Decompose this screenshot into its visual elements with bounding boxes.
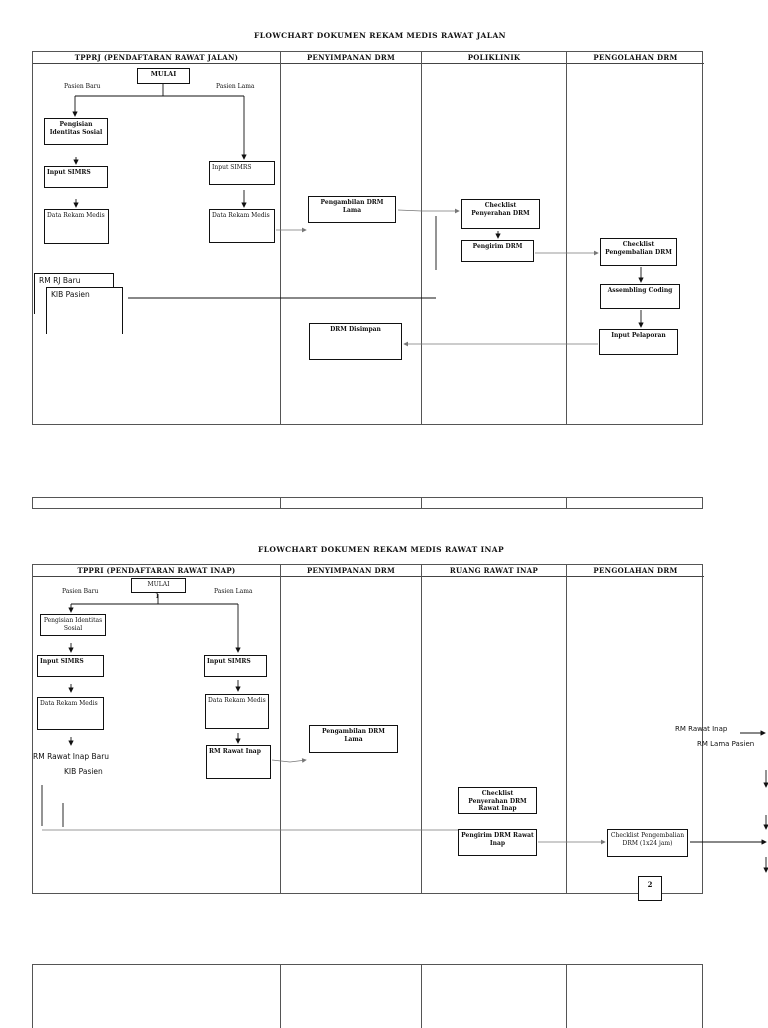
lane-header-penyimpanan-2: PENYIMPANAN DRM bbox=[281, 565, 421, 577]
input-simrs-lama-box-2: Input SIMRS bbox=[204, 655, 267, 677]
pengiriman-drm-box-2: Pengirim DRM Rawat Inap bbox=[458, 829, 537, 856]
input-simrs-lama-box: Input SIMRS bbox=[209, 161, 275, 185]
start-box-2: MULAI bbox=[131, 578, 186, 593]
connector-2-box: 2 bbox=[638, 876, 662, 901]
checklist-pengembalian-box-2: Checklist Pengembalian DRM (1x24 jam) bbox=[607, 829, 688, 857]
lane-header-pengolahan: PENGOLAHAN DRM bbox=[567, 52, 704, 64]
data-rekam-medis-baru-box-2: Data Rekam Medis bbox=[37, 697, 104, 730]
lane-pengolahan: PENGOLAHAN DRM bbox=[567, 52, 704, 424]
lane-header-poliklinik: POLIKLINIK bbox=[422, 52, 566, 64]
pengiriman-drm-box: Pengirim DRM bbox=[461, 240, 534, 262]
pengambilan-drm-box: Pengambilan DRM Lama bbox=[308, 196, 396, 223]
lane-pengolahan-2: PENGOLAHAN DRM bbox=[567, 565, 704, 893]
pasien-baru-label: Pasien Baru bbox=[64, 83, 101, 90]
lane-header-pengolahan-2: PENGOLAHAN DRM bbox=[567, 565, 704, 577]
pengisian-box: Pengisian Identitas Sosial bbox=[44, 118, 108, 145]
data-rekam-medis-lama-box-2: Data Rekam Medis bbox=[205, 694, 269, 729]
lane-ruang-rawat-inap: RUANG RAWAT INAP bbox=[422, 565, 567, 893]
lane-tpprj: TPPRJ (PENDAFTARAN RAWAT JALAN) bbox=[33, 52, 281, 424]
start-box: MULAI bbox=[137, 68, 190, 84]
checklist-penyerahan-box-2: Checklist Penyerahan DRM Rawat Inap bbox=[458, 787, 537, 814]
doc-kib-pasien-label: KIB Pasien bbox=[51, 290, 90, 299]
diagram1-swimlane: TPPRJ (PENDAFTARAN RAWAT JALAN) PENYIMPA… bbox=[32, 51, 704, 425]
lane-header-penyimpanan: PENYIMPANAN DRM bbox=[281, 52, 421, 64]
diagram2-swimlane: TPPRI (PENDAFTARAN RAWAT INAP) PENYIMPAN… bbox=[32, 564, 704, 894]
offpage-rm-lama-pasien: RM Lama Pasien bbox=[697, 740, 755, 748]
lane-header-ruang-rawat-inap: RUANG RAWAT INAP bbox=[422, 565, 566, 577]
drm-disimpan-box: DRM Disimpan bbox=[309, 323, 402, 360]
input-simrs-baru-box: Input SIMRS bbox=[44, 166, 108, 188]
checklist-penyerahan-box: Checklist Penyerahan DRM bbox=[461, 199, 540, 229]
start-number: 1 bbox=[155, 592, 160, 600]
doc-kib-pasien: KIB Pasien bbox=[46, 287, 123, 334]
input-pelaporan-box: Input Pelaporan bbox=[599, 329, 678, 355]
lane-penyimpanan: PENYIMPANAN DRM bbox=[281, 52, 422, 424]
pasien-lama-label-2: Pasien Lama bbox=[214, 588, 253, 595]
empty-table-2 bbox=[32, 964, 703, 1028]
rm-rawat-inap-baru-label: RM Rawat Inap Baru bbox=[33, 752, 110, 761]
kib-pasien-label-2: KIB Pasien bbox=[64, 767, 103, 776]
pasien-lama-label: Pasien Lama bbox=[216, 83, 255, 90]
doc-rm-rj-baru-label: RM RJ Baru bbox=[39, 276, 81, 285]
lane-header-tppri: TPPRI (PENDAFTARAN RAWAT INAP) bbox=[33, 565, 280, 577]
pengisian-box-2: Pengisian Identitas Sosial bbox=[40, 614, 106, 636]
pasien-baru-label-2: Pasien Baru bbox=[62, 588, 99, 595]
lane-poliklinik: POLIKLINIK bbox=[422, 52, 567, 424]
data-rekam-medis-lama-box: Data Rekam Medis bbox=[209, 209, 275, 243]
checklist-pengembalian-box: Checklist Pengembalian DRM bbox=[600, 238, 677, 266]
lane-header-tpprj: TPPRJ (PENDAFTARAN RAWAT JALAN) bbox=[33, 52, 280, 64]
rm-rawat-inap-box: RM Rawat Inap bbox=[206, 745, 271, 779]
offpage-rm-rawat-inap: RM Rawat Inap bbox=[675, 725, 728, 733]
lane-penyimpanan-2: PENYIMPANAN DRM bbox=[281, 565, 422, 893]
diagram1-title: FLOWCHART DOKUMEN REKAM MEDIS RAWAT JALA… bbox=[254, 31, 506, 40]
assembling-coding-box: Assembling Coding bbox=[600, 284, 680, 309]
empty-table-1 bbox=[32, 497, 703, 509]
data-rekam-medis-baru-box: Data Rekam Medis bbox=[44, 209, 109, 244]
pengambilan-drm-box-2: Pengambilan DRM Lama bbox=[309, 725, 398, 753]
lane-tppri: TPPRI (PENDAFTARAN RAWAT INAP) bbox=[33, 565, 281, 893]
input-simrs-baru-box-2: Input SIMRS bbox=[37, 655, 104, 677]
diagram2-title: FLOWCHART DOKUMEN REKAM MEDIS RAWAT INAP bbox=[258, 545, 505, 554]
